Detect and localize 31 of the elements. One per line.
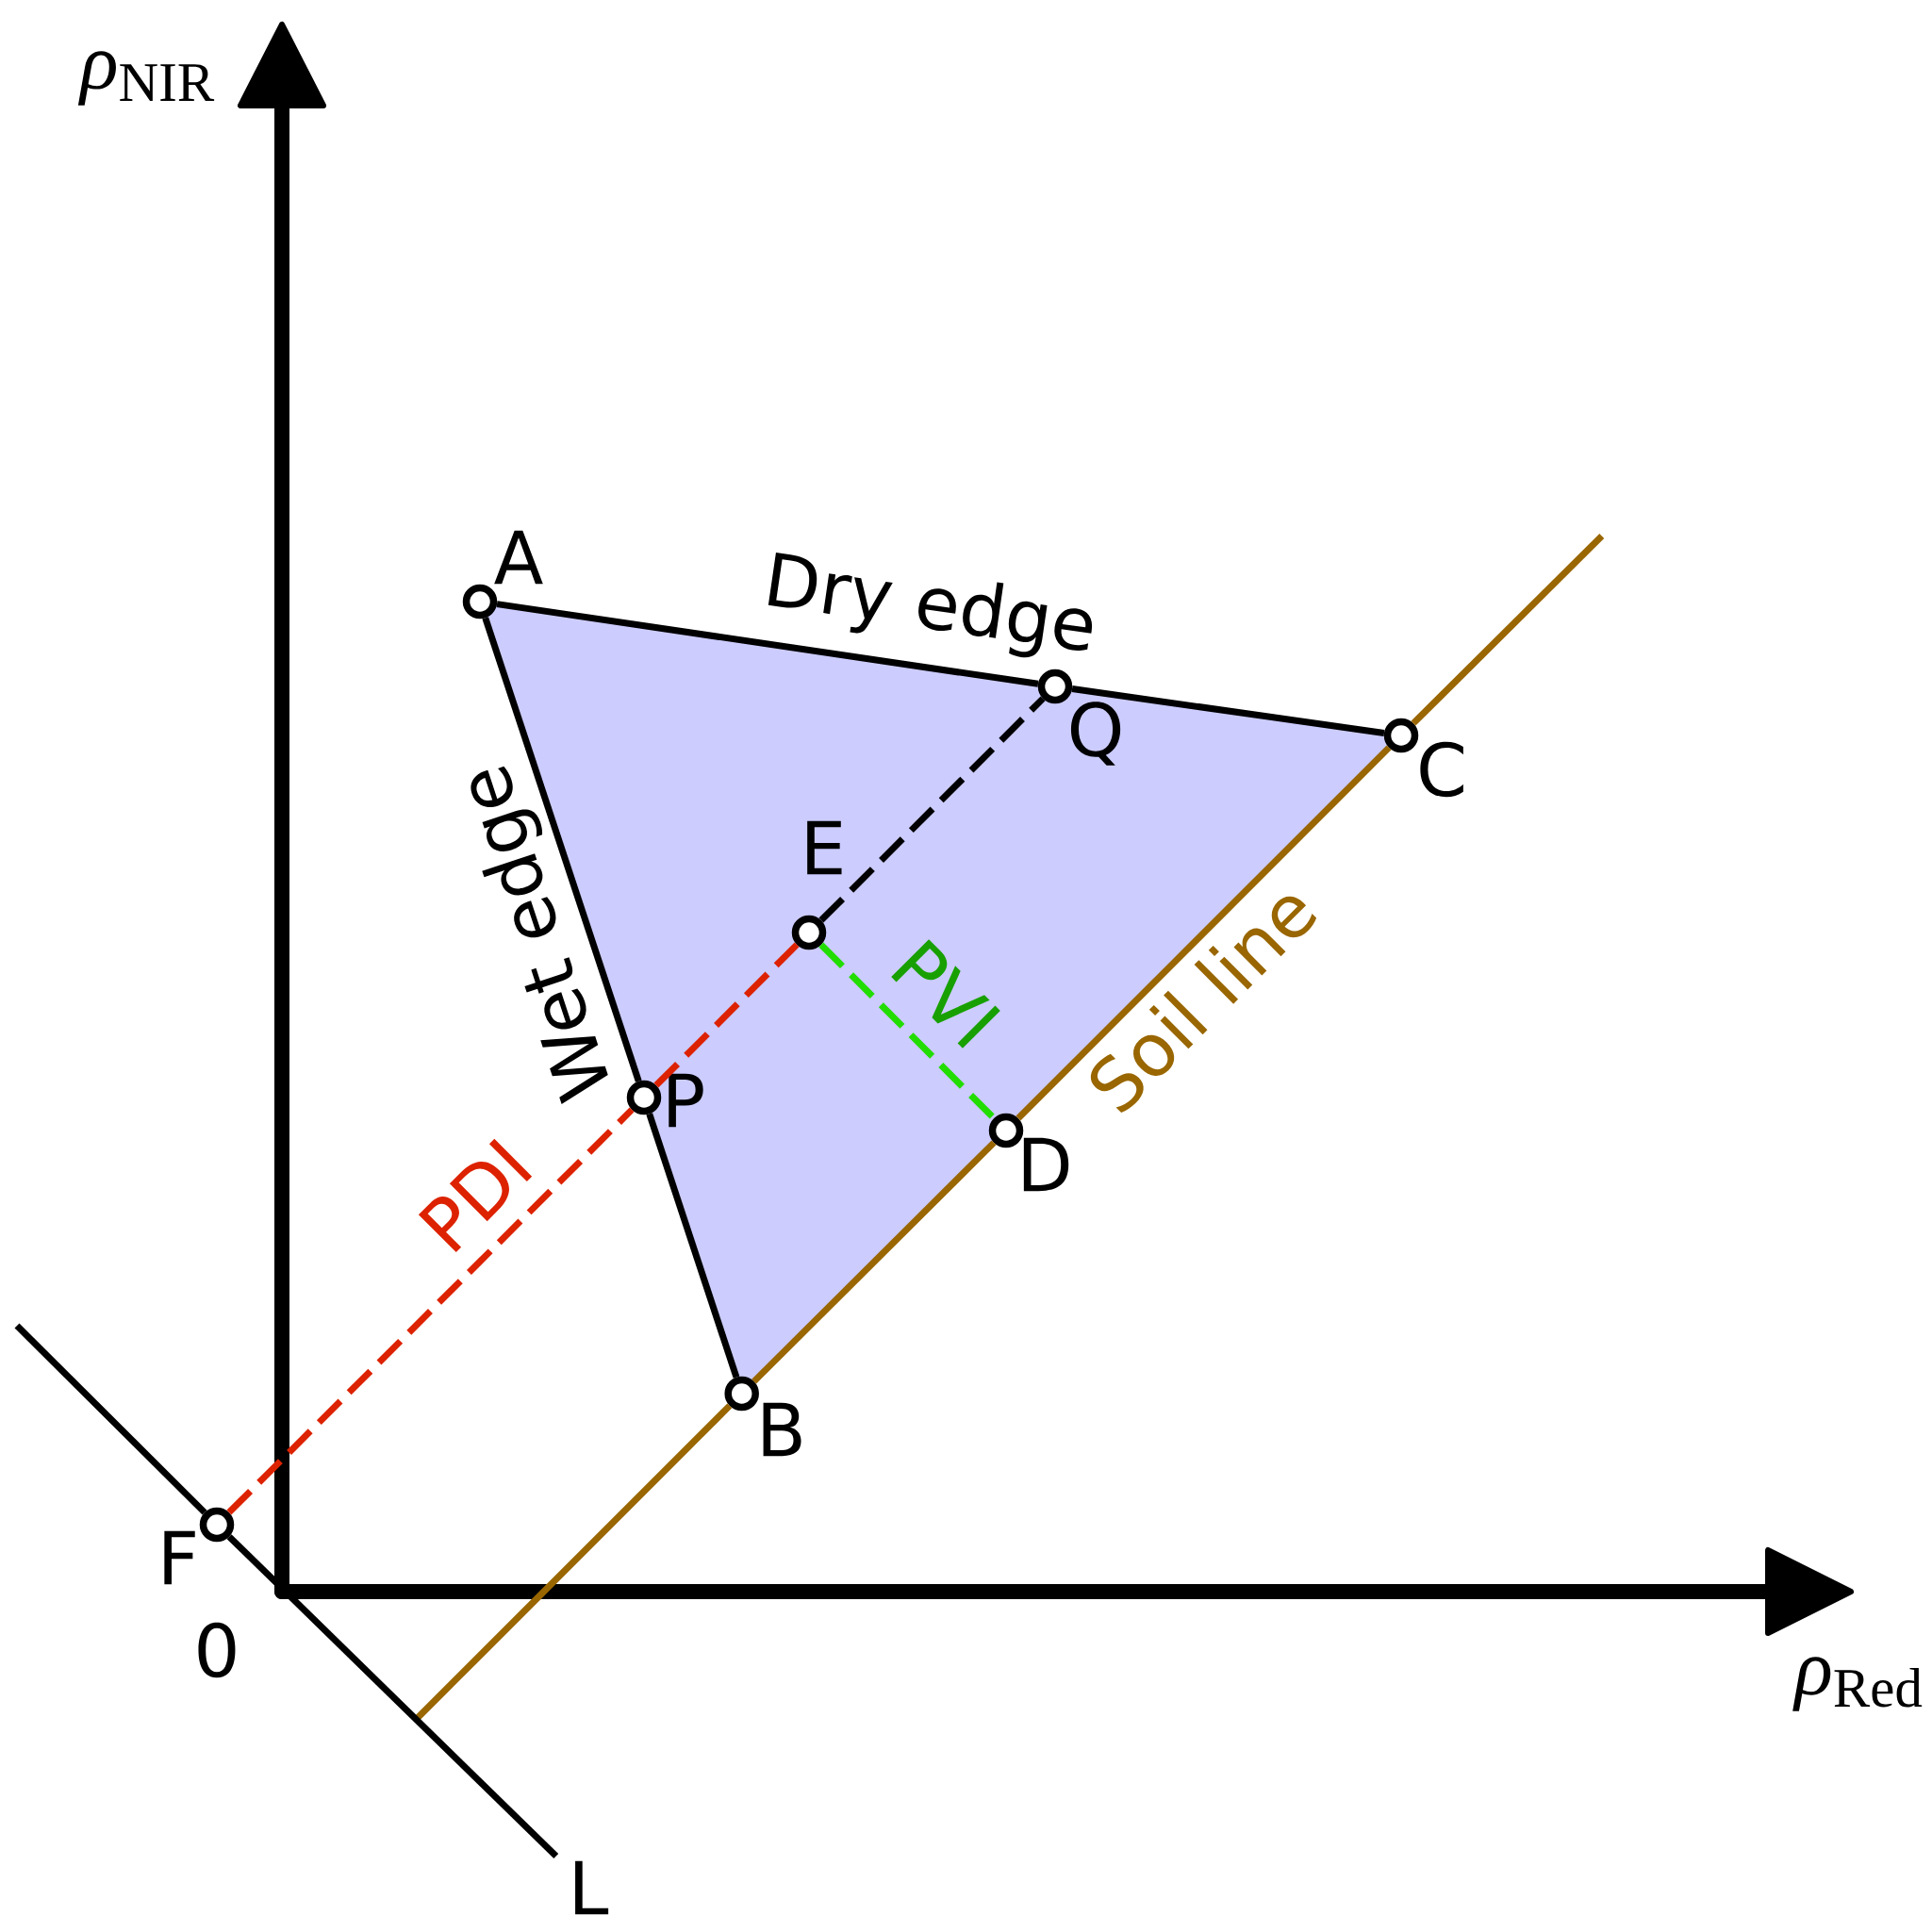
line [751,1140,997,1384]
point-label: L [575,1860,609,1915]
point-label: E [807,820,842,875]
line [482,617,642,1082]
edge-label: Dry edge [768,552,1093,658]
edge-label: Wet edge [471,766,608,1105]
point-label: A [494,530,543,585]
line [14,1323,207,1515]
dashed-line [818,696,1046,923]
point-label: P [669,1073,703,1128]
line [646,1113,740,1379]
line [1071,685,1385,736]
edge-label: PDI [418,1138,533,1253]
point-label: C [1420,741,1463,798]
dashed-line [226,1107,635,1515]
dashed-line [818,942,997,1121]
axis-label: ρ$_{Red}$ [1792,1657,1923,1711]
edge-label: Soil line [1090,896,1317,1114]
point-label: F [164,1530,195,1585]
point-label: D [1023,1137,1069,1192]
axis-label: ρ$_{NIR}$ [77,51,215,106]
line [496,601,1039,687]
line [226,1534,559,1859]
edge-label: PVI [891,939,1000,1049]
point-label: Q [1070,702,1121,766]
dashed-line [653,942,800,1088]
line [1016,745,1392,1121]
point-label: B [763,1402,801,1457]
line [414,1403,733,1722]
origin-label: 0 [198,1622,236,1678]
line [1411,534,1605,726]
